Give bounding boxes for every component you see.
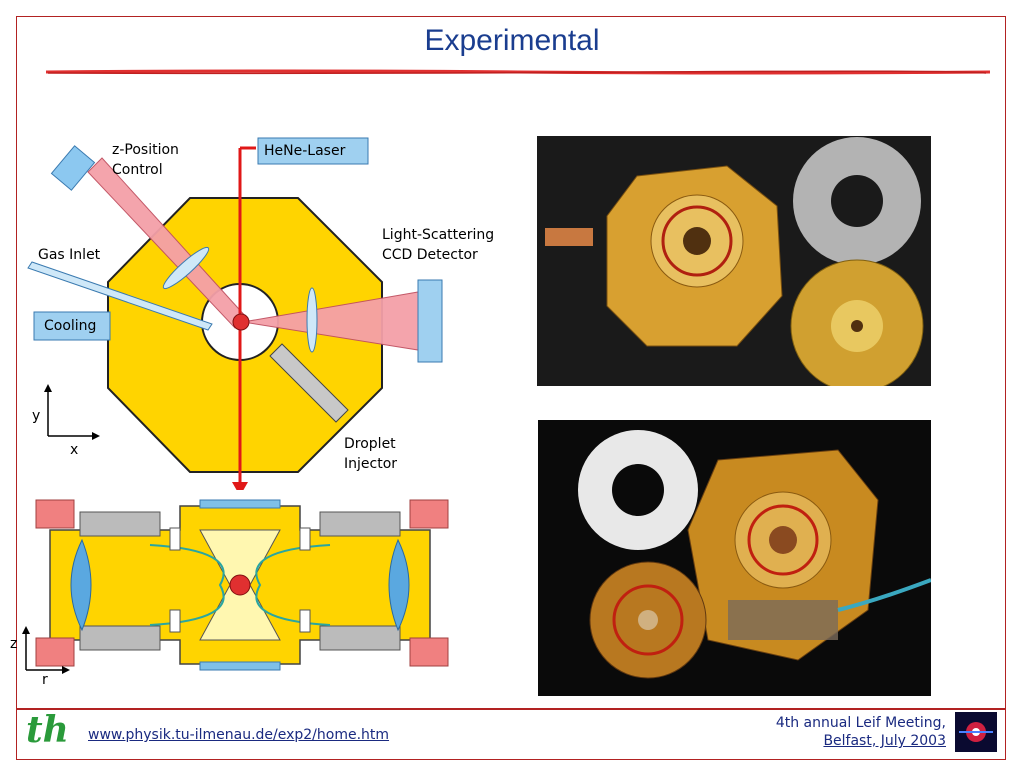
label-light-scattering: Light-Scattering CCD Detector: [382, 227, 495, 263]
label-axis-y: y: [32, 408, 41, 424]
hene-laser-box: [257, 137, 369, 165]
institute-logo: th: [26, 709, 69, 751]
label-gas-inlet: Gas Inlet: [38, 247, 101, 263]
footer-divider: [16, 708, 1006, 710]
z-position-control-box: [50, 145, 96, 191]
gas-inlet-tube: [27, 261, 213, 331]
label-hene-laser: HeNe-Laser: [264, 143, 346, 159]
meeting-logo-graphic: [955, 712, 997, 752]
photo-trap-assembled: [538, 420, 931, 696]
droplet-injector: [269, 343, 349, 423]
slide-frame: [16, 16, 1006, 760]
photo-trap-parts-illustration: [537, 136, 931, 386]
slide-title: Experimental: [424, 24, 600, 57]
label-axis-r: r: [42, 672, 48, 688]
cross-section-droplet: [229, 574, 251, 596]
footer-meeting-info: 4th annual Leif Meeting, Belfast, July 2…: [775, 715, 946, 749]
label-z-position-control: z-Position Control: [112, 142, 179, 178]
photo-trap-parts: [537, 136, 931, 386]
label-axis-z: z: [10, 636, 18, 652]
label-cooling: Cooling: [44, 318, 97, 334]
droplet: [232, 313, 250, 331]
meeting-logo-icon: [955, 712, 997, 752]
title-underline: [46, 69, 990, 75]
ccd-detector-box: [417, 279, 443, 363]
trap-schematic-top: [27, 137, 443, 490]
label-axis-x: x: [70, 442, 79, 458]
photo-trap-assembled-illustration: [538, 420, 931, 696]
label-droplet-injector: Droplet Injector: [344, 436, 398, 472]
trap-schematic-cross-section: [22, 499, 449, 674]
cooling-box: [33, 311, 111, 341]
footer-url-link[interactable]: www.physik.tu-ilmenau.de/exp2/home.htm: [88, 727, 390, 743]
